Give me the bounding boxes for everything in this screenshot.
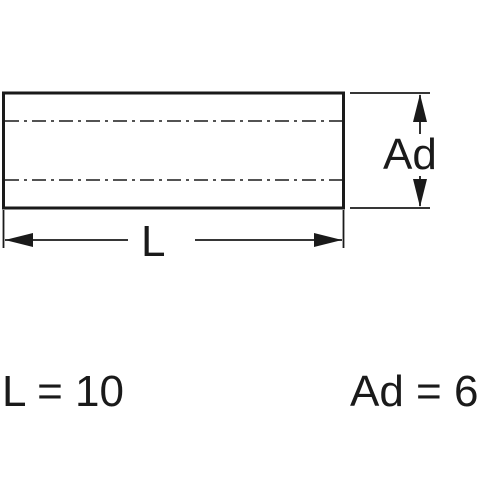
ad-arrow-up-icon <box>413 94 427 122</box>
tube-body-outline <box>2 91 345 210</box>
l-arrow-left-icon <box>5 233 33 247</box>
length-value-text: L = 10 <box>2 367 124 416</box>
diameter-dimension-label: Ad <box>383 130 437 179</box>
diameter-value-text: Ad = 6 <box>350 367 479 416</box>
ad-arrow-down-icon <box>413 179 427 207</box>
l-arrow-right-icon <box>314 233 342 247</box>
length-dimension-label: L <box>141 217 166 266</box>
